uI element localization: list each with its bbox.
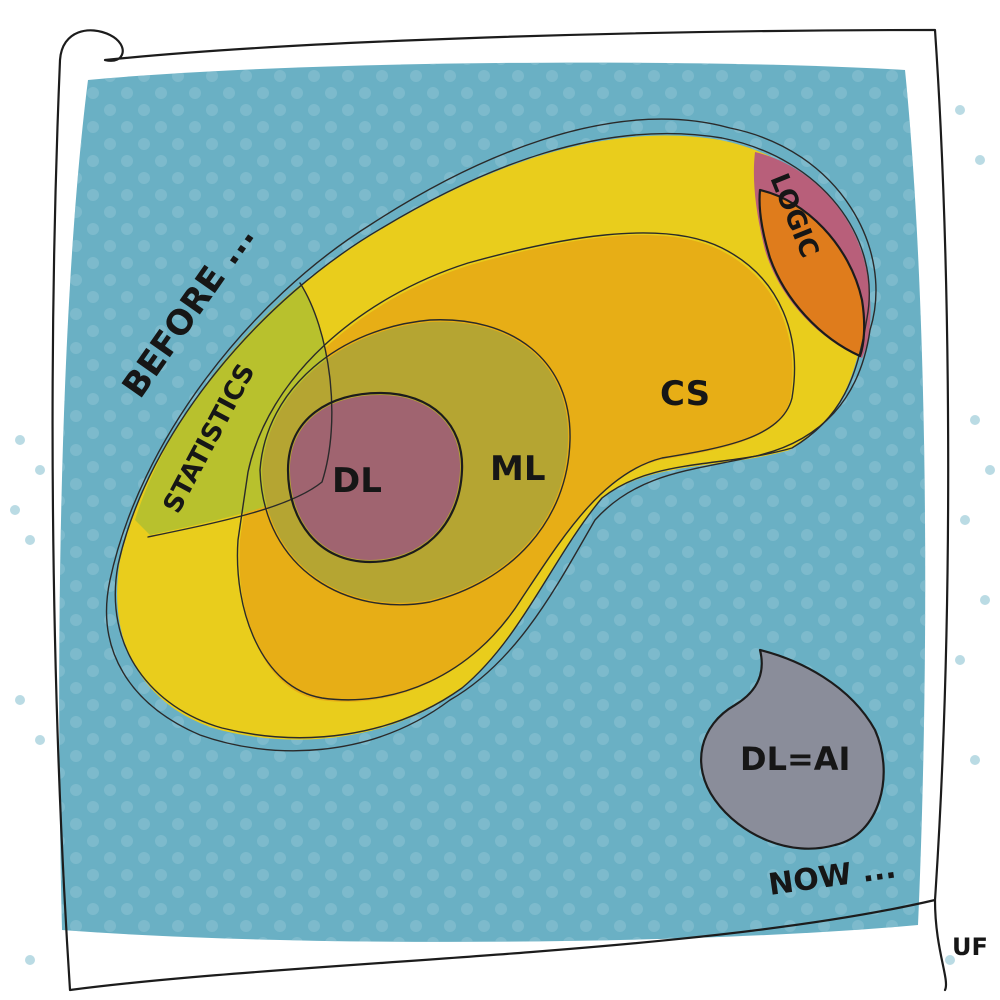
stray-dot [960, 515, 970, 525]
stray-dot [25, 955, 35, 965]
statistics-outline [147, 282, 333, 538]
stray-dot [35, 465, 45, 475]
dl-region [290, 395, 461, 560]
stray-dots [10, 105, 995, 965]
dl-label: DL [332, 461, 382, 501]
ml-outline [259, 319, 571, 606]
sketch-outlines [51, 28, 950, 992]
stray-dot [970, 755, 980, 765]
ml-label: ML [490, 449, 546, 489]
cs-outer-outline-2 [105, 118, 877, 752]
stray-dot [15, 435, 25, 445]
stray-dot [980, 595, 990, 605]
stray-dot [975, 155, 985, 165]
signature-mark: UF [952, 933, 988, 961]
stray-dot [970, 415, 980, 425]
cs-label: CS [660, 374, 710, 414]
dl-ai-region [701, 650, 884, 849]
dl-ai-label: DL=AI [740, 740, 850, 778]
logic-outline [758, 188, 866, 358]
stray-dot [945, 955, 955, 965]
logic-region [759, 190, 865, 356]
cs-inner-outline [236, 232, 796, 701]
stray-dot [955, 105, 965, 115]
dl-outline [286, 391, 464, 564]
frame-scribble [51, 28, 950, 992]
stray-dot [15, 695, 25, 705]
stray-dot [10, 505, 20, 515]
stray-dot [25, 535, 35, 545]
stray-dot [955, 655, 965, 665]
dl-ai-outline [700, 648, 885, 850]
stray-dot [35, 735, 45, 745]
stray-dot [985, 465, 995, 475]
